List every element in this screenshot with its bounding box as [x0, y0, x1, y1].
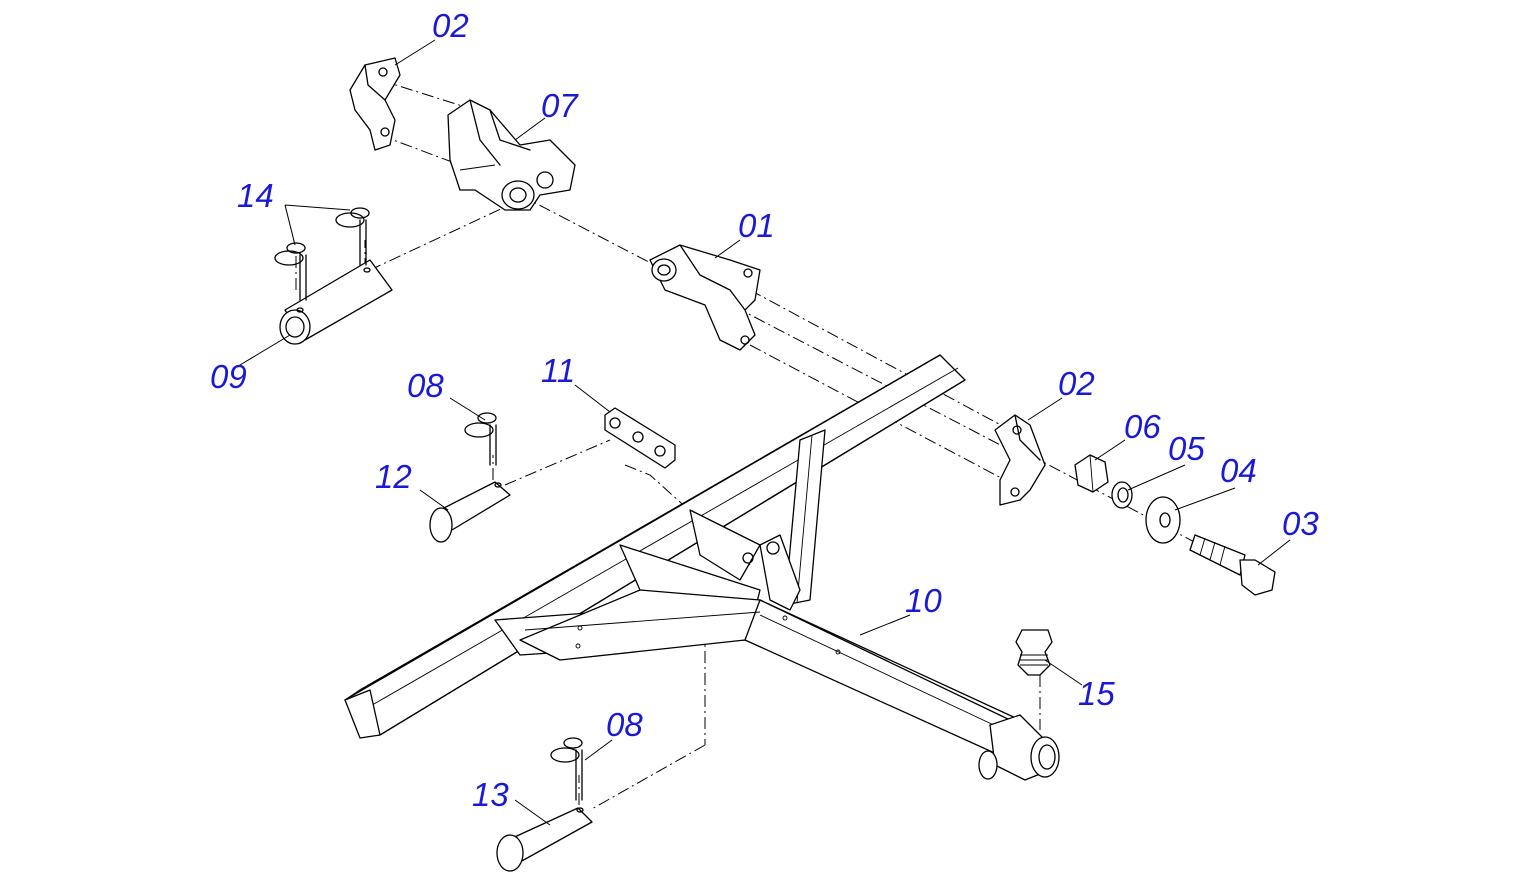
part-03-bolt — [1189, 534, 1276, 596]
part-06-nut — [1074, 454, 1109, 493]
label-part-02-upper: 02 — [432, 7, 469, 44]
part-08-lower-lynch-pin — [550, 737, 583, 801]
label-part-10: 10 — [905, 582, 942, 619]
label-part-04: 04 — [1220, 452, 1257, 489]
label-part-08-upper: 08 — [407, 367, 444, 404]
part-02-upper-bracket — [349, 57, 401, 151]
label-part-01: 01 — [738, 207, 775, 244]
label-part-13: 13 — [472, 776, 509, 813]
label-part-15: 15 — [1078, 675, 1115, 712]
part-02-lower-bracket — [994, 414, 1046, 506]
part-15-fitting — [1015, 629, 1053, 676]
part-08-upper-lynch-pin — [464, 412, 497, 466]
part-13-clevis-pin — [496, 807, 593, 872]
part-11-plate — [604, 407, 676, 469]
label-part-12: 12 — [375, 458, 412, 495]
part-14-lynch-pins — [274, 207, 370, 301]
part-10-main-frame — [344, 354, 1060, 781]
part-labels: 02 07 14 01 09 11 08 02 06 05 04 12 03 1… — [210, 7, 1319, 813]
label-part-06: 06 — [1124, 408, 1161, 445]
part-04-flat-washer — [1145, 496, 1181, 544]
label-part-07: 07 — [541, 87, 579, 124]
label-part-03: 03 — [1282, 505, 1319, 542]
part-09-sleeve — [279, 259, 393, 345]
part-12-clevis-pin — [429, 481, 511, 543]
part-07-bracket — [447, 99, 576, 211]
label-part-08-lower: 08 — [606, 706, 643, 743]
part-05-lock-washer — [1111, 481, 1133, 509]
label-part-05: 05 — [1168, 430, 1205, 467]
part-01-bracket — [649, 244, 761, 351]
label-part-02-lower: 02 — [1058, 365, 1095, 402]
leader-lines — [239, 39, 1291, 826]
label-part-09: 09 — [210, 358, 247, 395]
label-part-11: 11 — [541, 352, 575, 389]
label-part-14: 14 — [237, 177, 274, 214]
